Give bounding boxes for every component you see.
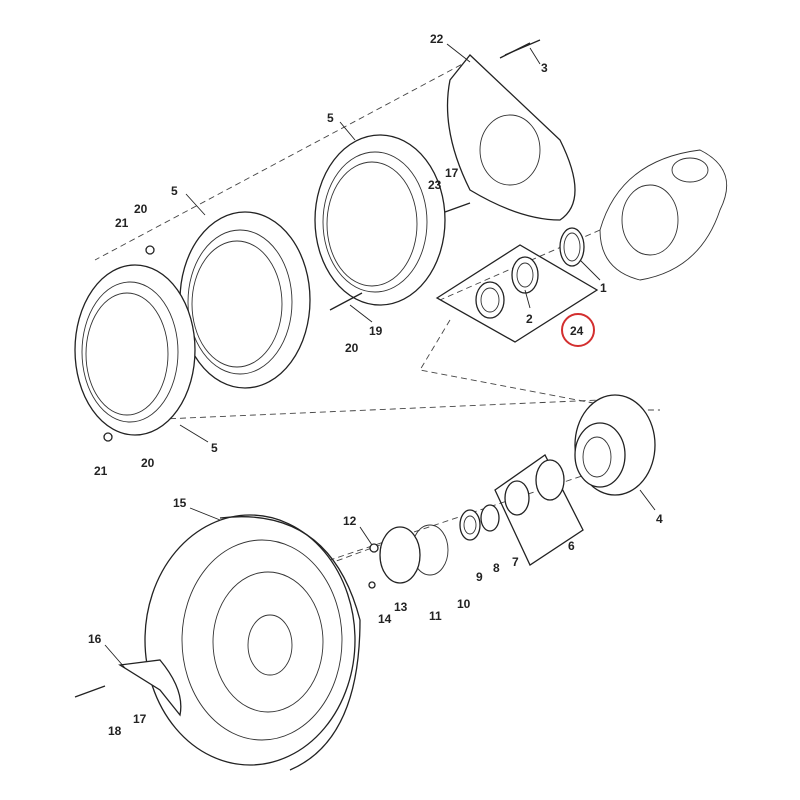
callout-20: 20 (134, 202, 148, 216)
callout-7: 7 (512, 555, 519, 569)
callout-18: 18 (108, 724, 122, 738)
callout-12: 12 (343, 514, 357, 528)
callout-1: 1 (600, 281, 607, 295)
callout-16: 16 (88, 632, 102, 646)
callout-24[interactable]: 24 (570, 324, 584, 338)
callout-5: 5 (211, 441, 218, 455)
bracket-part-16 (74, 659, 182, 717)
callout-17: 17 (133, 712, 147, 726)
callout-21: 21 (94, 464, 108, 478)
callout-19: 19 (369, 324, 383, 338)
wheel-weight-part-5-middle (179, 211, 311, 389)
callout-3: 3 (541, 61, 548, 75)
callout-5: 5 (327, 111, 334, 125)
callout-23: 23 (428, 178, 442, 192)
seal-rings (368, 504, 500, 589)
callout-20: 20 (141, 456, 155, 470)
callout-22: 22 (430, 32, 444, 46)
callout-9: 9 (476, 570, 483, 584)
callout-20: 20 (345, 341, 359, 355)
bearing-kit-part-24 (435, 227, 599, 343)
bolts (103, 42, 531, 442)
callout-17: 17 (445, 166, 459, 180)
callout-4: 4 (656, 512, 663, 526)
callout-10: 10 (457, 597, 471, 611)
callout-13: 13 (394, 600, 408, 614)
hub-part-4 (574, 394, 656, 496)
wheel-part-15 (144, 514, 361, 771)
backing-plate-part-22 (446, 39, 576, 221)
callout-15: 15 (173, 496, 187, 510)
leader-lines (104, 43, 656, 669)
wheel-weight-part-5-rear (314, 134, 446, 306)
callout-2: 2 (526, 312, 533, 326)
highlight-circle (561, 313, 595, 347)
wheel-weight-part-5-front (74, 264, 196, 436)
callout-5: 5 (171, 184, 178, 198)
callout-labels: 22 3 5 5 5 17 23 21 20 1 2 24 19 20 21 2… (88, 32, 663, 738)
callout-14: 14 (378, 612, 392, 626)
callout-21: 21 (115, 216, 129, 230)
callout-11: 11 (429, 609, 442, 623)
bearing-part-6 (494, 454, 584, 566)
callout-8: 8 (493, 561, 500, 575)
axle-housing (599, 149, 728, 281)
callout-6: 6 (568, 539, 575, 553)
